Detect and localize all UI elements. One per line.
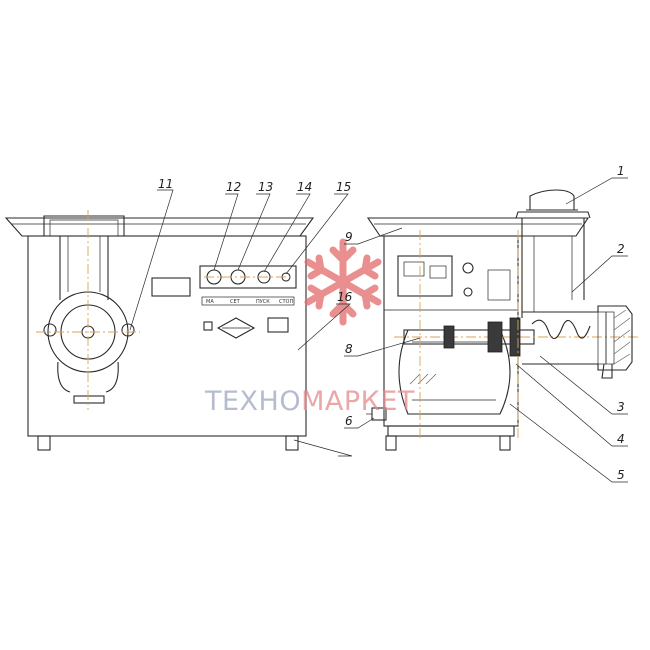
side-base-frame: [387, 425, 515, 437]
front-handle: [73, 395, 105, 404]
side-motor-hatch: [409, 373, 437, 385]
front-foot-left: [37, 435, 51, 451]
leader-6: [344, 417, 375, 429]
side-auger: [531, 319, 591, 340]
front-neck-inner: [67, 236, 101, 292]
side-neck-inner: [533, 236, 573, 312]
leader-12: [237, 193, 271, 271]
panel-small-switch: [203, 321, 213, 331]
callout-numbers: 11 12 13 14 15 16 9 8 6 1 2 3 4 5: [158, 164, 625, 482]
leader-9: [344, 227, 403, 245]
control-panel: [199, 265, 297, 289]
front-feed-throat: [43, 215, 125, 236]
side-terminal: [429, 265, 447, 279]
side-electric-box: [397, 255, 453, 297]
side-head-hatch: [613, 309, 631, 365]
side-screw-housing: [522, 305, 633, 371]
panel-label-strip: [201, 296, 295, 306]
leader-lines: [129, 177, 628, 483]
side-tray: [366, 217, 590, 237]
watermark-text-part1: ТЕХНОМАРКЕТ: [204, 386, 415, 417]
side-relay: [403, 261, 425, 277]
panel-label-3: ПУСК: [256, 299, 270, 305]
leader-10: [129, 189, 174, 331]
front-lower-bracket: [57, 361, 119, 393]
leader-16: [293, 439, 353, 457]
callout-10: 11: [158, 177, 173, 191]
side-coupling-2: [487, 321, 503, 353]
snowflake-logo-icon: [304, 238, 382, 326]
side-motor: [398, 329, 511, 415]
side-foot-left: [385, 435, 397, 451]
section-view: [366, 189, 640, 451]
side-gear-box: [487, 269, 511, 301]
side-coupling-1: [443, 325, 455, 349]
callout-9: 9: [345, 230, 353, 244]
callout-2: 2: [617, 242, 625, 256]
front-lug-right: [121, 323, 135, 337]
leader-13: [263, 193, 311, 273]
panel-diamond-switch: [216, 317, 256, 339]
side-foot-right: [499, 435, 511, 451]
side-hopper-cap: [529, 189, 575, 210]
callout-5: 5: [617, 468, 625, 482]
callout-13: 14: [297, 180, 312, 194]
front-feed-throat-inner: [49, 219, 119, 236]
callout-4: 4: [617, 432, 625, 446]
leader-11: [213, 193, 239, 271]
front-lug-left: [43, 323, 57, 337]
callout-6: 6: [345, 414, 353, 428]
callout-3: 3: [617, 400, 625, 414]
leader-15: [297, 303, 351, 351]
callout-15: 16: [337, 290, 353, 304]
leader-1: [565, 177, 628, 205]
front-label-plate: [151, 277, 191, 297]
side-hopper: [515, 211, 591, 219]
front-foot-right: [285, 435, 299, 451]
callout-14: 15: [336, 180, 351, 194]
callout-8: 8: [345, 342, 353, 356]
side-spout: [601, 363, 613, 379]
leader-2: [571, 255, 628, 293]
callout-11: 12: [226, 180, 241, 194]
front-view: МА СЕТ ПУСК СТОП: [4, 210, 315, 451]
callout-1: 1: [617, 164, 625, 178]
panel-label-4: СТОП: [279, 299, 293, 305]
watermark: ТЕХНОМАРКЕТ: [204, 238, 415, 417]
panel-square-switch: [267, 317, 289, 333]
leader-14: [285, 193, 349, 275]
leader-8: [344, 337, 421, 357]
side-capacitor-bottom: [463, 287, 473, 297]
front-body: [27, 235, 307, 437]
panel-label-2: СЕТ: [230, 299, 241, 305]
side-capacitor-top: [462, 262, 474, 274]
leader-4: [515, 363, 628, 447]
front-neck: [59, 236, 109, 300]
callout-12: 13: [258, 180, 273, 194]
side-bearing: [509, 317, 521, 357]
leader-5: [509, 403, 628, 483]
side-knife: [597, 311, 607, 365]
leader-3: [539, 355, 628, 415]
side-neck: [521, 218, 585, 318]
panel-label-1: МА: [206, 299, 214, 305]
side-plate: [605, 311, 615, 365]
